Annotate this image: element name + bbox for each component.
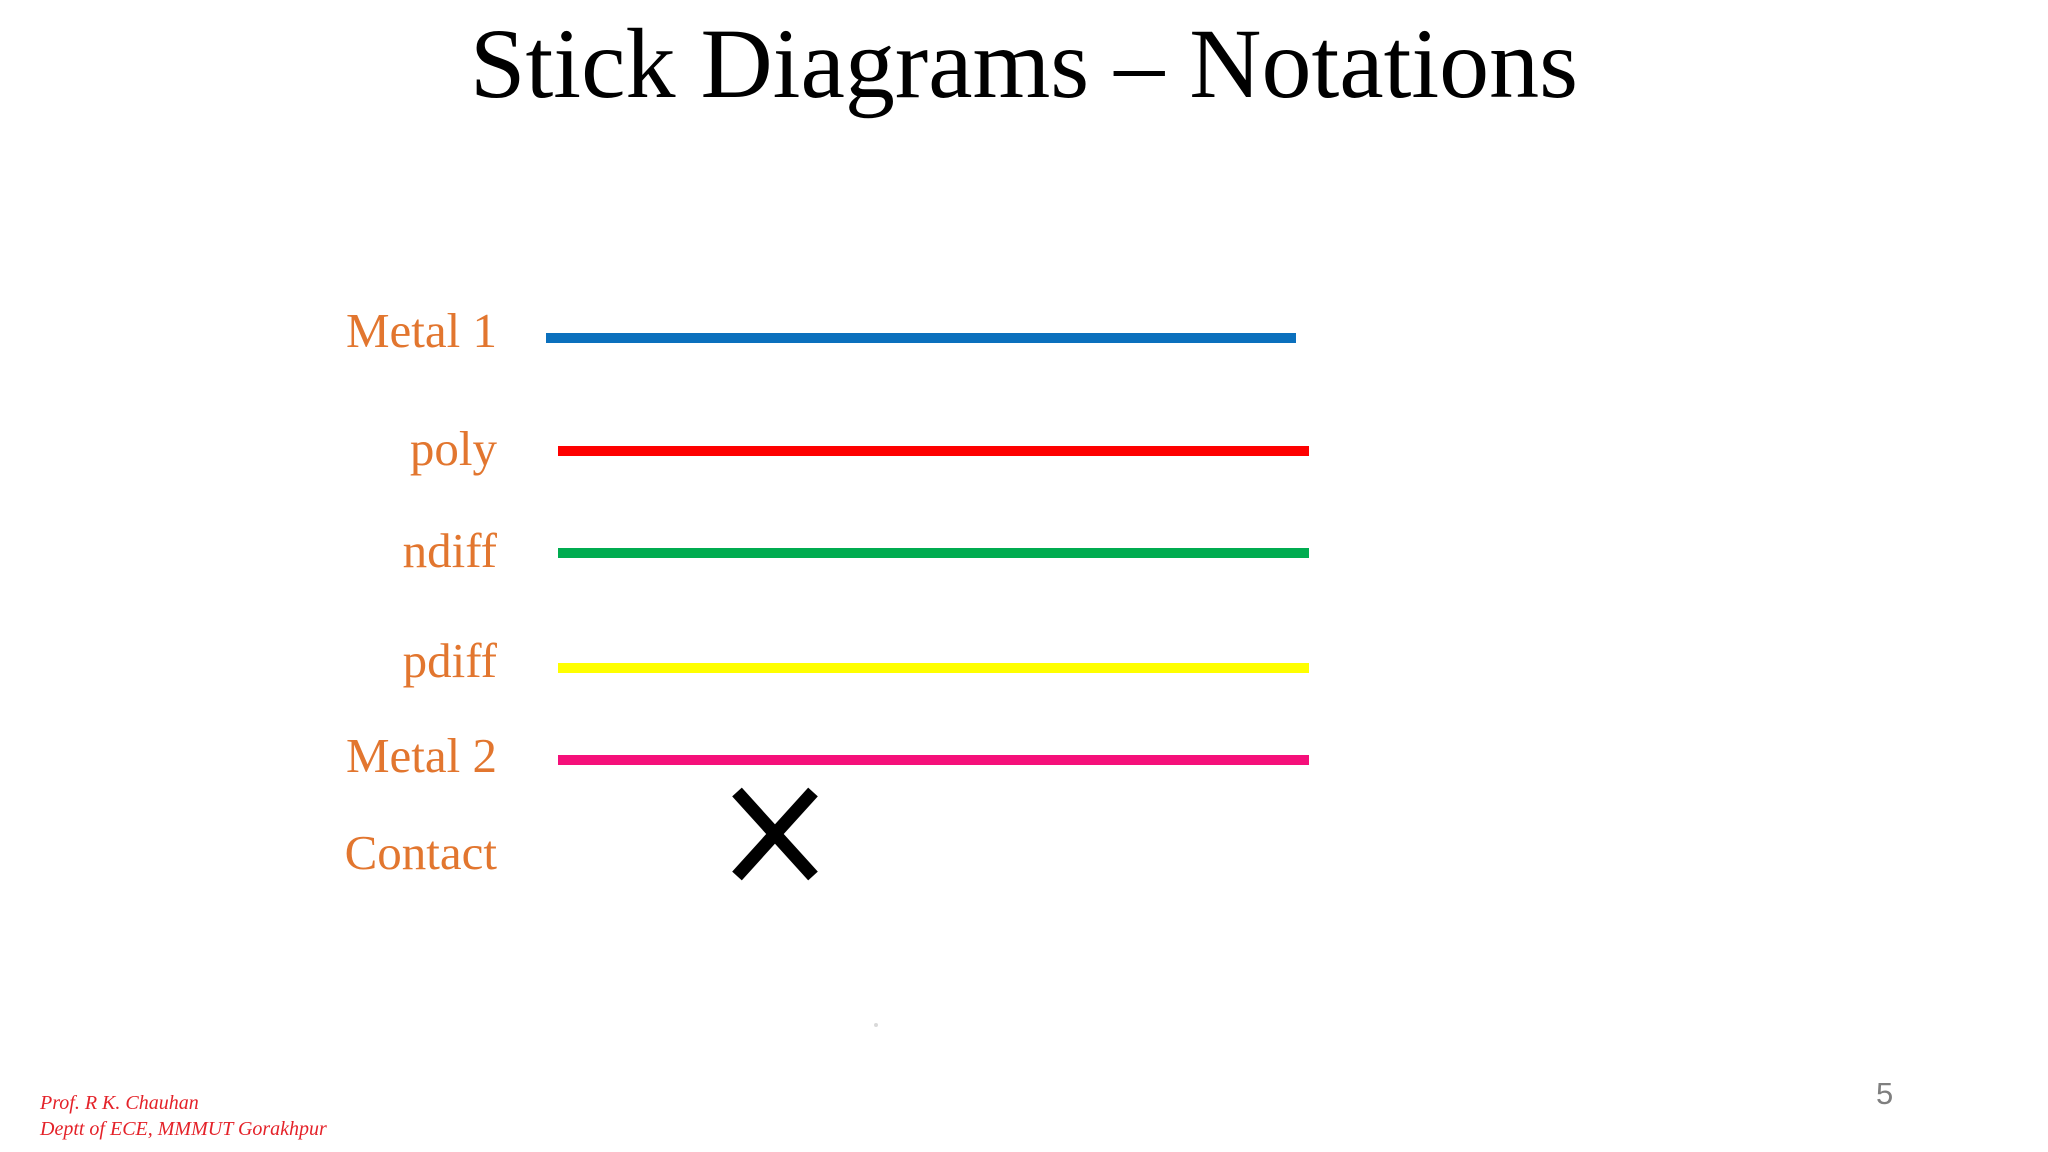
notation-label-poly: poly	[409, 421, 497, 476]
slide-title: Stick Diagrams – Notations	[469, 8, 1579, 119]
notation-label-metal1: Metal 1	[345, 303, 497, 358]
notation-label-metal2: Metal 2	[345, 728, 497, 783]
notation-label-ndiff: ndiff	[402, 523, 497, 578]
notation-label-pdiff: pdiff	[402, 633, 497, 688]
metal2-line-swatch	[558, 755, 1309, 765]
poly-line-swatch	[558, 446, 1309, 456]
footer-credit: Prof. R K. Chauhan Deptt of ECE, MMMUT G…	[40, 1090, 327, 1142]
contact-cross-icon	[732, 787, 818, 881]
footer-credit-line2: Deptt of ECE, MMMUT Gorakhpur	[40, 1118, 327, 1140]
stray-dot	[874, 1023, 878, 1027]
ndiff-line-swatch	[558, 548, 1309, 558]
page-number: 5	[1876, 1076, 1894, 1111]
footer-credit-line1: Prof. R K. Chauhan	[40, 1092, 199, 1114]
metal1-line-swatch	[546, 333, 1296, 343]
pdiff-line-swatch	[558, 663, 1309, 673]
notation-label-contact: Contact	[344, 825, 497, 880]
